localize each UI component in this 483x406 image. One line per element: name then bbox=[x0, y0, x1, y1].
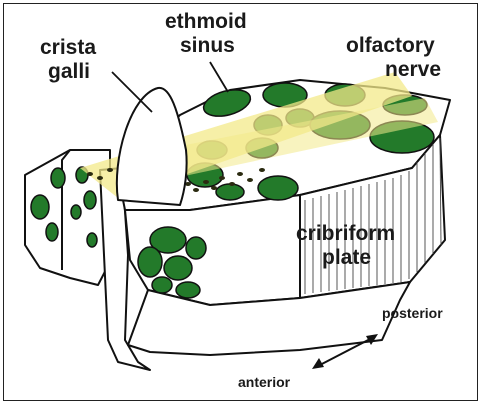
crista-galli-label-line1: crista bbox=[40, 36, 96, 59]
crista-galli-label-line2: galli bbox=[48, 60, 90, 83]
ethmoid-sinus-label-line2: sinus bbox=[180, 34, 235, 57]
crista-galli bbox=[117, 88, 187, 205]
ethmoid-sinus-label-line1: ethmoid bbox=[165, 10, 247, 33]
posterior-label: posterior bbox=[382, 305, 443, 321]
crista-galli-pointer bbox=[112, 72, 152, 112]
anterior-label: anterior bbox=[238, 374, 291, 390]
olfactory-nerve-label-line2: nerve bbox=[385, 58, 441, 81]
olfactory-nerve-label-line1: olfactory bbox=[346, 34, 435, 57]
cribriform-plate-label-line2: plate bbox=[322, 246, 371, 269]
ethmoid-sinus-pointer bbox=[210, 62, 228, 92]
cribriform-plate-label-line1: cribriform bbox=[296, 222, 395, 245]
